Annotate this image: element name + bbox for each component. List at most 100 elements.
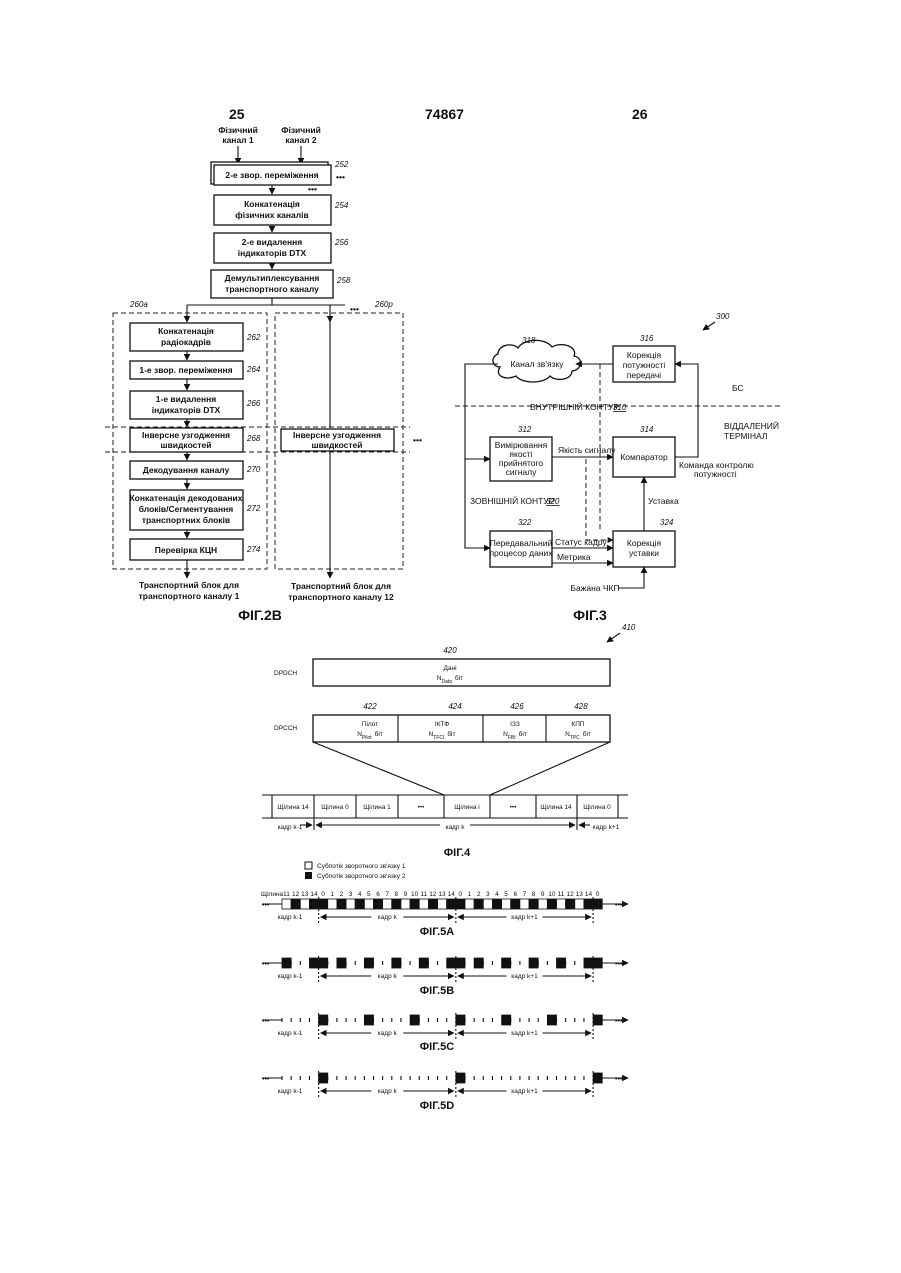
substream-2-slot — [593, 1015, 602, 1025]
fig2b-output-a-line1: Транспортний блок для — [139, 580, 239, 590]
fig3-ref: 300 — [716, 312, 730, 321]
fig5-row-2: ••••••кадр k-1кадр kкадр k+1 — [262, 1013, 628, 1039]
substream-2-slot — [456, 958, 465, 968]
substream-2-slot — [364, 1015, 373, 1025]
substream-2-slot — [309, 899, 318, 909]
processor-ref: 322 — [518, 518, 532, 527]
fig5-frame-current: кадр k — [378, 1030, 398, 1037]
rate-match-ellipsis: ••• — [413, 435, 422, 445]
crc-check-label: Перевірка КЦН — [155, 545, 217, 555]
fig5a-slot-number: 3 — [486, 891, 490, 898]
fig5-row-ellipsis-right: ••• — [615, 961, 623, 968]
tfci-title: ІКТФ — [435, 721, 449, 728]
fig2b-output-p-line2: транспортного каналу 12 — [288, 592, 394, 602]
fig2b-output-a-line2: транспортного каналу 1 — [139, 591, 240, 601]
comparator-ref: 314 — [640, 425, 654, 434]
fig5a-slot-number: 7 — [523, 891, 527, 898]
fig5a-slot-number: 0 — [459, 891, 463, 898]
substream-1-slot — [383, 899, 392, 909]
setpoint-adjust-ref: 324 — [660, 518, 674, 527]
substream-1-slot — [401, 899, 410, 909]
fig5a-slot-number: 4 — [358, 891, 362, 898]
fig5a-slot-number: 6 — [513, 891, 517, 898]
tpc-ref: 428 — [574, 702, 588, 711]
fig5a-slot-number: 11 — [420, 891, 427, 898]
fig2b-caption: ФІГ.2В — [238, 607, 282, 623]
substream-1-slot — [557, 899, 566, 909]
substream-2-slot — [319, 1015, 328, 1025]
inverse-rate-match-a-ref: 268 — [246, 434, 261, 443]
fig4-ref: 410 — [622, 623, 636, 632]
substream-2-slot — [337, 958, 346, 968]
fig5-row-ellipsis-right: ••• — [615, 1076, 623, 1083]
communication-channel-ref: 318 — [522, 336, 536, 345]
fig-2b: Фізичний канал 1 Фізичний канал 2 2-е зв… — [105, 125, 422, 623]
substream-2-slot — [319, 899, 328, 909]
dtx-removal2-line1: 2-е видалення — [242, 237, 303, 247]
substream-2-slot — [547, 899, 556, 909]
fig5-row-3: ••••••кадр k-1кадр kкадр k+1 — [262, 1071, 628, 1097]
fig5-row-ellipsis-left: ••• — [262, 902, 270, 909]
fig5d-caption: ФІГ.5D — [420, 1100, 454, 1112]
slot-i: Щілина і — [454, 803, 479, 811]
fig5-row-ellipsis-right: ••• — [615, 1018, 623, 1025]
substream-1-slot — [282, 899, 291, 909]
fig5-row-ellipsis-right: ••• — [615, 902, 623, 909]
fig5-row-ellipsis-left: ••• — [262, 961, 270, 968]
fig5a-slot-number: 12 — [429, 891, 437, 898]
pilot-ref: 422 — [363, 702, 377, 711]
frame-status-label: Статус кадру — [555, 537, 607, 547]
substream-2-slot — [474, 958, 483, 968]
fig5a-caption: ФІГ.5А — [420, 926, 454, 938]
tx-power-adjust-line3: передачі — [627, 370, 662, 380]
substream-1-slot — [300, 899, 309, 909]
substream-2-slot — [291, 899, 300, 909]
fig4-frame-next: кадр k+1 — [593, 824, 620, 831]
fbi-ref: 426 — [510, 702, 524, 711]
substream-2-slot — [557, 958, 566, 968]
inverse-rate-match-p-line2: швидкостей — [312, 440, 363, 450]
substream-1-slot — [419, 899, 428, 909]
comparator-label: Компаратор — [620, 452, 668, 462]
deinterleave2-ref: 252 — [334, 160, 349, 169]
fig5-frame-next: кадр k+1 — [511, 1030, 538, 1037]
dtx-removal1-line2: індикаторів DTX — [152, 405, 221, 415]
fig5a-slot-number: 14 — [585, 891, 593, 898]
substream-2-slot — [447, 899, 456, 909]
channel-decoding-ref: 270 — [246, 465, 261, 474]
fig5a-slot-number: 12 — [292, 891, 300, 898]
substream-1-slot — [328, 899, 337, 909]
legend-substream-1: Субпотік зворотного зв'язку 1 — [317, 862, 406, 870]
measure-ref: 312 — [518, 425, 532, 434]
concat-physical-line2: фізичних каналів — [235, 210, 308, 220]
signal-quality-label: Якість сигналу — [558, 445, 616, 455]
deinterleave1-ref: 264 — [246, 365, 261, 374]
substream-2-slot — [492, 899, 501, 909]
deinterleave2-ellipsis-2: ••• — [308, 184, 317, 194]
substream-2-slot — [282, 958, 291, 968]
fig3-caption: ФІГ.3 — [573, 607, 607, 623]
fig5-frame-current: кадр k — [378, 1088, 398, 1095]
fig5a-slot-number: 7 — [385, 891, 389, 898]
substream-2-slot — [419, 958, 428, 968]
substream-2-slot — [584, 899, 593, 909]
decoded-concat-line2: блоків/Сегментування — [139, 504, 233, 514]
substream-2-slot — [474, 899, 483, 909]
fig5a-slot-number: 0 — [596, 891, 600, 898]
fig2b-input2-line1: Фізичний — [281, 125, 321, 135]
fig4-caption: ФІГ.4 — [444, 847, 471, 859]
substream-1-slot — [438, 899, 447, 909]
fig5b-caption: ФІГ.5В — [420, 985, 454, 997]
crc-check-ref: 274 — [246, 545, 261, 554]
fig5a-slot-number: 9 — [541, 891, 545, 898]
deinterleave2-ellipsis: ••• — [336, 172, 345, 182]
substream-2-slot — [410, 1015, 419, 1025]
fig5-row-1: ••••••кадр k-1кадр kкадр k+1 — [262, 956, 628, 982]
slot-ellipsis-2: ••• — [510, 804, 518, 811]
slot-1: Щілина 1 — [363, 803, 391, 811]
measure-line4: сигналу — [506, 467, 537, 477]
fig-4: 410 DPDCH DPCCH 420 Дані NDataбіт 422 Пі… — [262, 623, 636, 859]
fig5a-slot-number: 13 — [438, 891, 446, 898]
processor-line1: Передавальний — [490, 538, 553, 548]
